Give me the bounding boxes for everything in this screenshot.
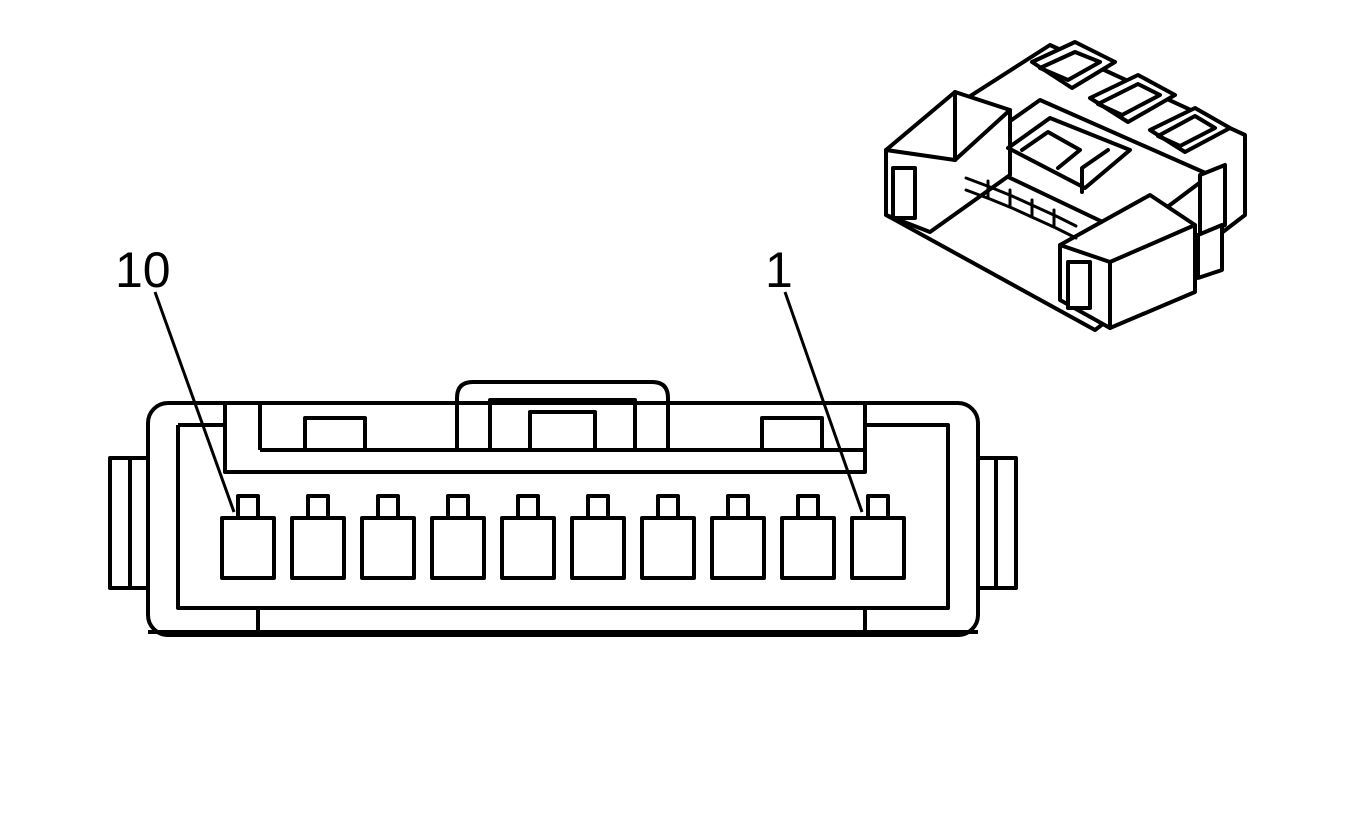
- pin-cavity-box: [360, 516, 416, 580]
- pin-cavity-5: [570, 494, 626, 580]
- leader-line-pin-10: [153, 291, 236, 513]
- pin-latch-tab: [866, 494, 890, 520]
- pin-cavity-box: [500, 516, 556, 580]
- pin-cavity-box: [290, 516, 346, 580]
- pin-cavities: [220, 494, 906, 580]
- latch-housing: [455, 380, 670, 450]
- pin-latch-tab: [516, 494, 540, 520]
- pin-cavity-8: [360, 494, 416, 580]
- pin-latch-tab: [656, 494, 680, 520]
- connector-isometric-view: [884, 40, 1247, 332]
- pin-cavity-box: [780, 516, 836, 580]
- top-rib-right: [760, 416, 824, 450]
- pin-latch-tab: [446, 494, 470, 520]
- pin-cavity-4: [640, 494, 696, 580]
- pin-cavity-10: [220, 494, 276, 580]
- pin-cavity-box: [220, 516, 276, 580]
- pin-cavity-box: [710, 516, 766, 580]
- pin-cavity-box: [570, 516, 626, 580]
- pin-cavity-3: [710, 494, 766, 580]
- pin-cavity-box: [430, 516, 486, 580]
- pin-cavity-7: [430, 494, 486, 580]
- pin-label-10: 10: [115, 242, 171, 298]
- pin-cavity-2: [780, 494, 836, 580]
- housing-outer: [146, 401, 980, 637]
- pin-latch-tab: [796, 494, 820, 520]
- top-rib-left: [303, 416, 367, 450]
- pin-label-1: 1: [765, 242, 793, 298]
- leader-line-pin-1: [783, 291, 864, 513]
- pin-cavity-box: [640, 516, 696, 580]
- pin-latch-tab: [376, 494, 400, 520]
- pin-cavity-6: [500, 494, 556, 580]
- pin-latch-tab: [726, 494, 750, 520]
- pin-cavity-9: [290, 494, 346, 580]
- pin-cavity-box: [850, 516, 906, 580]
- pin-latch-tab: [306, 494, 330, 520]
- pin-latch-tab: [236, 494, 260, 520]
- pin-cavity-1: [850, 494, 906, 580]
- pin-latch-tab: [586, 494, 610, 520]
- connector-front-view: [108, 291, 1018, 637]
